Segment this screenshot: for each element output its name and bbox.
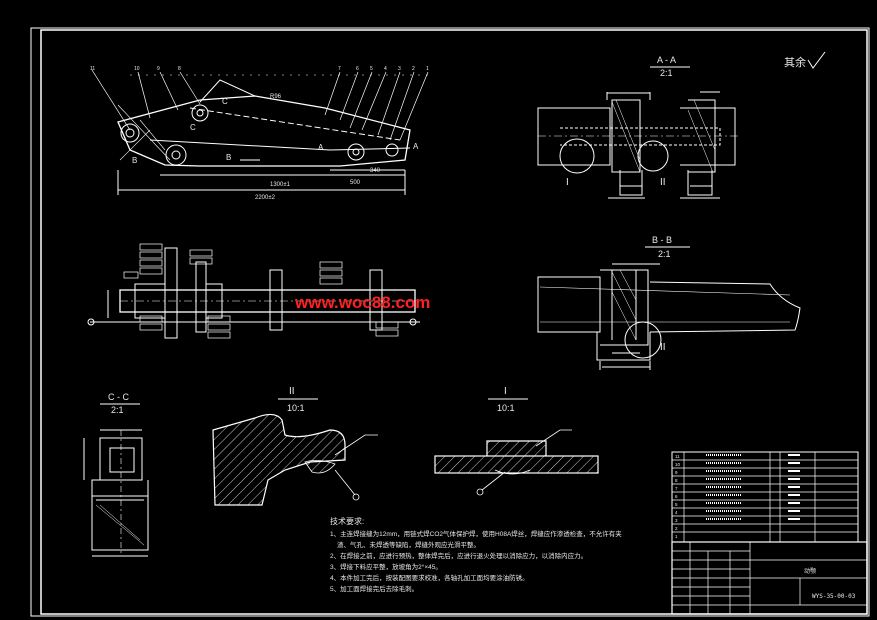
title-drawing-number: WYS-35-00-03: [812, 593, 856, 600]
view-aa: [537, 91, 740, 199]
view-aa-mark-2: II: [660, 177, 666, 188]
main-dim-2200: 2200±2: [255, 195, 276, 201]
svg-text:6: 6: [675, 494, 678, 499]
main-leader-numbers: 11 10 9 8 7 6 5 4 3 2 1: [90, 66, 429, 72]
svg-text:7: 7: [338, 66, 341, 72]
svg-text:11: 11: [90, 66, 95, 72]
top-view-tolerance-frames: [123, 243, 399, 339]
svg-text:9: 9: [675, 470, 678, 475]
main-view: [91, 69, 430, 195]
svg-text:1: 1: [426, 66, 429, 72]
svg-text:10: 10: [134, 66, 140, 72]
detail-1: [434, 429, 599, 496]
detail-2: [212, 413, 378, 506]
bom-table: [671, 451, 859, 543]
note-line-1: 1、主连焊接缝为12mm，用链式焊CO2气体保护焊，使用H08A焊丝，焊缝应作渗…: [330, 529, 622, 538]
main-label-c1: C: [222, 97, 228, 106]
view-aa-mark-1: I: [566, 177, 569, 188]
svg-text:5: 5: [675, 502, 678, 507]
svg-text:3: 3: [675, 518, 678, 523]
svg-text:10: 10: [675, 462, 681, 467]
note-line-2: 渣、气孔、未焊透等缺陷，焊缝外观应光滑平整。: [337, 540, 480, 549]
svg-text:11: 11: [675, 454, 680, 459]
svg-text:4: 4: [675, 510, 678, 515]
view-bb: [537, 263, 801, 370]
svg-text:8: 8: [675, 478, 678, 483]
note-line-4: 3、焊接下料应平整，放坡角为2°×45。: [330, 562, 442, 571]
main-label-a1: A: [413, 142, 419, 151]
view-cc: [83, 429, 149, 557]
note-line-6: 5、加工面焊接完后去除毛刺。: [330, 584, 418, 593]
title-block: [671, 541, 868, 615]
view-bb-title: B - B: [652, 235, 672, 245]
main-label-c2: C: [190, 123, 196, 132]
svg-text:4: 4: [384, 66, 387, 72]
watermark: www.woc88.com: [294, 293, 430, 312]
detail-2-scale: 10:1: [287, 403, 305, 413]
view-cc-title: C - C: [108, 392, 129, 402]
svg-text:1: 1: [675, 534, 678, 539]
svg-text:2: 2: [412, 66, 415, 72]
main-dim-340: 340: [370, 168, 381, 174]
main-dim-500: 500: [350, 180, 361, 186]
note-line-5: 4、本件加工完后，按装配图要求校准，各轴孔加工面均要涂油防锈。: [330, 573, 529, 582]
svg-text:7: 7: [675, 486, 678, 491]
svg-text:5: 5: [370, 66, 373, 72]
svg-text:3: 3: [398, 66, 401, 72]
inner-border: [40, 29, 868, 615]
main-label-b2: B: [226, 153, 231, 162]
bom-row-numbers: 11 10 9 8 7 6 5 4 3 2 1: [675, 454, 681, 539]
view-cc-scale: 2:1: [111, 405, 124, 415]
outer-border: [30, 27, 870, 617]
svg-text:8: 8: [178, 66, 181, 72]
view-aa-title: A - A: [657, 55, 676, 65]
view-aa-scale: 2:1: [660, 68, 673, 78]
view-bb-scale: 2:1: [658, 249, 671, 259]
roughness-note: 其余: [784, 55, 806, 69]
view-bb-mark: II: [660, 342, 666, 353]
note-line-3: 2、在焊接之前，应进行预热，整体焊完后，应进行退火处理以消除应力，以消除内应力。: [330, 551, 587, 560]
roughness-symbol-icon: [807, 51, 826, 69]
svg-text:2: 2: [675, 526, 678, 531]
main-label-a2: A: [318, 143, 324, 152]
detail-1-title: I: [504, 386, 507, 397]
main-dim-r96: R96: [270, 94, 282, 100]
detail-2-title: II: [289, 386, 295, 397]
main-dim-1300: 1300±1: [270, 182, 291, 188]
svg-text:6: 6: [356, 66, 359, 72]
main-label-b1: B: [132, 156, 137, 165]
title-part-name: 动颚: [804, 568, 816, 575]
technical-notes: 技术要求: 1、主连焊接缝为12mm，用链式焊CO2气体保护焊，使用H08A焊丝…: [330, 516, 622, 593]
notes-title: 技术要求:: [330, 516, 364, 526]
detail-1-scale: 10:1: [497, 403, 515, 413]
svg-text:9: 9: [157, 66, 160, 72]
